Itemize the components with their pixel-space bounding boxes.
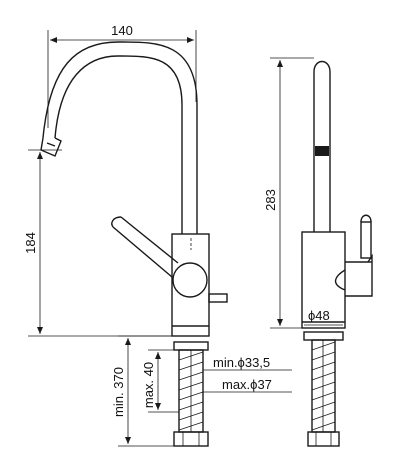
front-height-label: 184 bbox=[23, 232, 38, 254]
side-spout bbox=[313, 60, 331, 232]
faucet-body bbox=[171, 233, 210, 337]
min-supply-label: min. 370 bbox=[111, 367, 126, 417]
side-height-label: 283 bbox=[263, 189, 278, 211]
dim-base-diameter: ϕ48 bbox=[304, 308, 343, 326]
lever-handle bbox=[111, 216, 208, 298]
side-lever bbox=[334, 214, 373, 297]
dim-min-supply: min. 370 bbox=[111, 335, 174, 447]
dim-hole-diameter: min.ϕ33,5 max.ϕ37 bbox=[203, 355, 292, 393]
popup-knob bbox=[208, 293, 228, 303]
dim-side-height: 283 bbox=[263, 57, 314, 329]
front-shank bbox=[173, 349, 209, 447]
dim-max-deck: max. 40 bbox=[141, 349, 179, 413]
aerator-mark bbox=[315, 146, 329, 156]
max-deck-label: max. 40 bbox=[141, 362, 156, 408]
side-view bbox=[301, 60, 373, 447]
hole-max-label: max.ϕ37 bbox=[222, 377, 272, 392]
base-diameter-label: ϕ48 bbox=[308, 308, 330, 323]
dim-front-height: 184 bbox=[23, 149, 172, 337]
dim-spout-reach: 140 bbox=[47, 23, 197, 128]
hole-min-label: min.ϕ33,5 bbox=[213, 355, 270, 370]
spout bbox=[40, 41, 198, 234]
side-shank bbox=[307, 339, 340, 447]
side-body bbox=[301, 231, 346, 329]
spout-reach-label: 140 bbox=[111, 23, 133, 38]
front-view bbox=[40, 41, 228, 447]
